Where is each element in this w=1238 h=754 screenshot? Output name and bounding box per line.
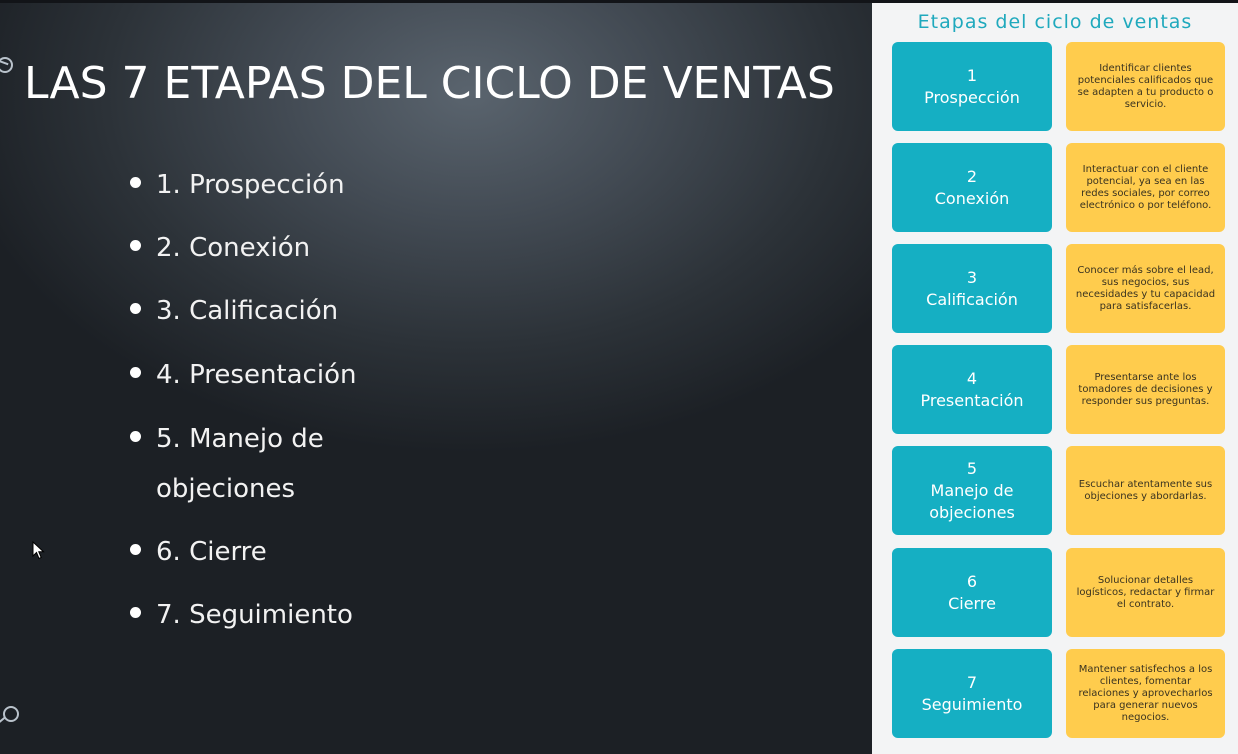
bullet-text: 7. Seguimiento: [156, 600, 353, 630]
bullet-item: 6. Cierre: [130, 527, 376, 577]
stage-4-card: 4 Presentación: [892, 345, 1052, 434]
stage-4-description: Presentarse ante los tomadores de decisi…: [1066, 345, 1225, 434]
bullet-dot-icon: [130, 240, 141, 251]
stage-description-text: Identificar clientes potenciales calific…: [1077, 62, 1214, 110]
bullet-dot-icon: [130, 177, 141, 188]
stage-7-description: Mantener satisfechos a los clientes, fom…: [1066, 649, 1225, 738]
panel-title: Etapas del ciclo de ventas: [917, 11, 1193, 33]
stage-number: 2: [966, 166, 978, 186]
window-top-bar: [0, 0, 1238, 3]
stage-number: 5: [966, 458, 978, 478]
stage-description-text: Mantener satisfechos a los clientes, fom…: [1078, 663, 1213, 723]
bullet-text: 4. Presentación: [156, 360, 357, 390]
bullet-text: 6. Cierre: [156, 537, 267, 567]
bullet-dot-icon: [130, 431, 141, 442]
bullet-item: 4. Presentación: [130, 350, 376, 400]
stage-number: 1: [966, 65, 978, 85]
stage-5-description: Escuchar atentamente sus objeciones y ab…: [1066, 446, 1225, 535]
bullet-text: 2. Conexión: [156, 233, 311, 263]
stage-description-text: Presentarse ante los tomadores de decisi…: [1078, 371, 1213, 407]
bullet-text: 1. Prospección: [156, 170, 345, 200]
stage-description-text: Interactuar con el cliente potencial, ya…: [1079, 163, 1212, 211]
stage-description-text: Solucionar detalles logísticos, redactar…: [1076, 574, 1215, 610]
stage-name: Cierre: [948, 593, 996, 613]
bullet-item: 5. Manejo de objeciones: [130, 414, 376, 514]
stage-6-description: Solucionar detalles logísticos, redactar…: [1066, 548, 1225, 637]
stage-name: Conexión: [934, 188, 1010, 208]
bullet-text: 5. Manejo de objeciones: [156, 424, 324, 504]
bullet-item: 2. Conexión: [130, 223, 376, 273]
stage-name: Presentación: [920, 390, 1024, 410]
sales-cycle-panel: Etapas del ciclo de ventas 1 Prospección…: [872, 3, 1238, 754]
bullet-dot-icon: [130, 607, 141, 618]
bullet-dot-icon: [130, 303, 141, 314]
stage-description-text: Escuchar atentamente sus objeciones y ab…: [1078, 478, 1213, 502]
stage-1-description: Identificar clientes potenciales calific…: [1066, 42, 1225, 131]
mouse-cursor-icon: [32, 541, 45, 560]
bullet-text: 3. Calificación: [156, 296, 339, 326]
slide-canvas: LAS 7 ETAPAS DEL CICLO DE VENTAS 1. Pros…: [0, 3, 872, 754]
stage-name: Prospección: [924, 87, 1020, 107]
stage-number: 7: [966, 672, 978, 692]
stage-5-card: 5 Manejo de objeciones: [892, 446, 1052, 535]
decorative-circle-icon: [3, 706, 19, 722]
bullet-item: 7. Seguimiento: [130, 590, 376, 640]
stage-name: Manejo de objeciones: [929, 480, 1015, 522]
stage-number: 6: [966, 571, 978, 591]
stage-3-card: 3 Calificación: [892, 244, 1052, 333]
stage-name: Calificación: [926, 289, 1018, 309]
stage-number: 3: [966, 267, 978, 287]
stage-6-card: 6 Cierre: [892, 548, 1052, 637]
decorative-line: [0, 716, 6, 731]
stage-2-description: Interactuar con el cliente potencial, ya…: [1066, 143, 1225, 232]
bullet-dot-icon: [130, 544, 141, 555]
stage-7-card: 7 Seguimiento: [892, 649, 1052, 738]
stage-1-card: 1 Prospección: [892, 42, 1052, 131]
bullet-item: 1. Prospección: [130, 160, 376, 210]
bullet-dot-icon: [130, 367, 141, 378]
stage-name: Seguimiento: [921, 694, 1023, 714]
slide-title: LAS 7 ETAPAS DEL CICLO DE VENTAS: [24, 58, 835, 109]
stage-2-card: 2 Conexión: [892, 143, 1052, 232]
bullet-item: 3. Calificación: [130, 286, 376, 336]
stage-description-text: Conocer más sobre el lead, sus negocios,…: [1075, 264, 1216, 312]
stage-number: 4: [966, 368, 978, 388]
stage-3-description: Conocer más sobre el lead, sus negocios,…: [1066, 244, 1225, 333]
decorative-circle-icon: [0, 57, 13, 73]
